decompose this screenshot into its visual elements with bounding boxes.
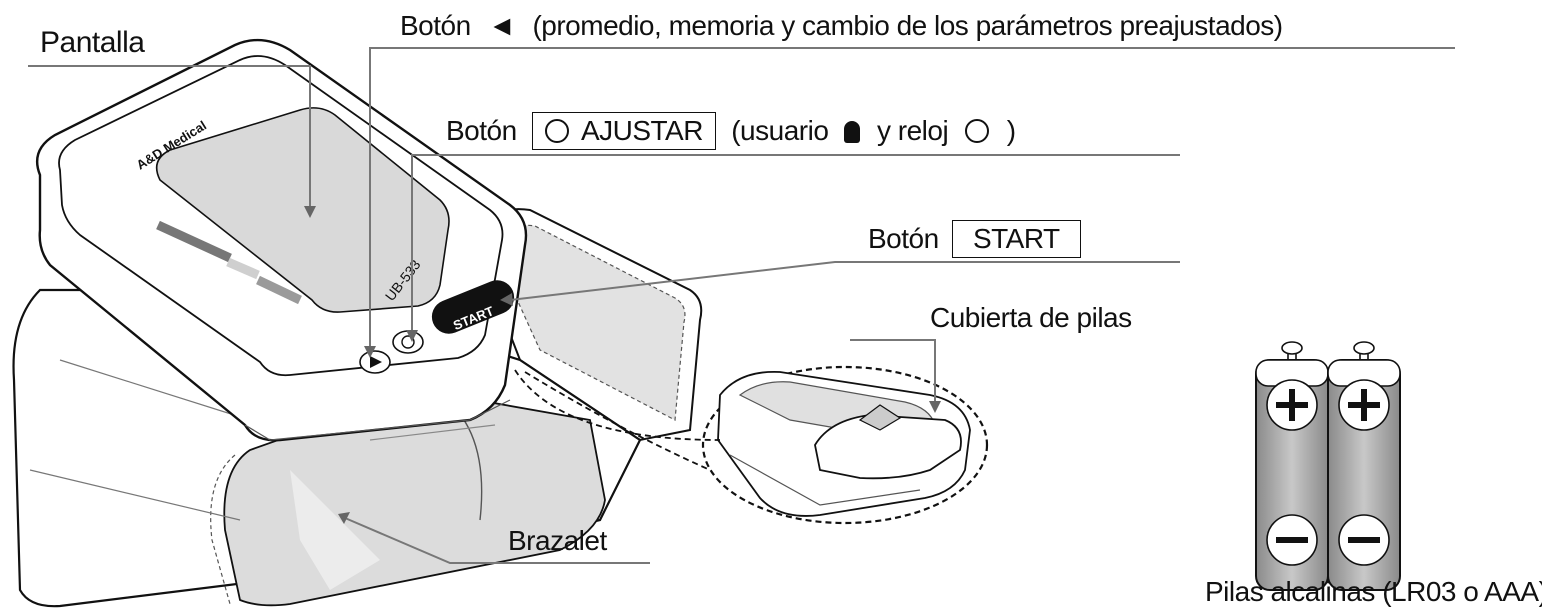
start-button-label: Botón START <box>868 220 1081 258</box>
set-button-label: Botón AJUSTAR (usuario y reloj ) <box>446 112 1016 150</box>
arrow-key[interactable] <box>359 350 391 374</box>
display-label: Pantalla <box>40 26 145 59</box>
clock-user-icon <box>544 119 569 143</box>
batteries-label: Pilas alcalinas (LR03 o AAA) <box>1205 576 1542 607</box>
battery-right <box>1327 341 1401 591</box>
start-button-box: START <box>951 220 1081 258</box>
cuff-band <box>468 208 703 442</box>
cuff-label: Brazalet <box>508 525 607 556</box>
start-button-prefix: Botón <box>868 223 939 254</box>
start-button-text: START <box>972 223 1060 254</box>
user-icon <box>843 121 860 143</box>
display-screen <box>155 107 450 313</box>
zoom-connector <box>514 369 721 471</box>
set-button-desc-3: ) <box>1006 115 1016 146</box>
set-button-desc-1: (usuario <box>731 115 829 146</box>
set-button-prefix: Botón <box>446 115 517 146</box>
set-key[interactable] <box>392 330 424 354</box>
arrow-button-prefix: Botón <box>400 10 471 41</box>
clock-user-icon <box>401 335 415 349</box>
clock-user-icon <box>965 119 990 143</box>
set-button-text: AJUSTAR <box>580 115 704 146</box>
set-button-box: AJUSTAR <box>531 112 716 150</box>
play-icon <box>370 356 382 368</box>
battery-left <box>1255 341 1329 591</box>
leader-lines <box>28 47 1455 564</box>
arrow-button-desc: (promedio, memoria y cambio de los parám… <box>532 10 1283 41</box>
battery-cover-label: Cubierta de pilas <box>930 302 1132 333</box>
set-button-desc-2: y reloj <box>876 115 949 146</box>
battery-compartment-zoom <box>701 365 989 525</box>
arrow-button-label: Botón ◄ (promedio, memoria y cambio de l… <box>400 10 1283 42</box>
leader-arrowheads <box>304 206 941 524</box>
arrow-button-symbol: ◄ <box>487 10 516 41</box>
